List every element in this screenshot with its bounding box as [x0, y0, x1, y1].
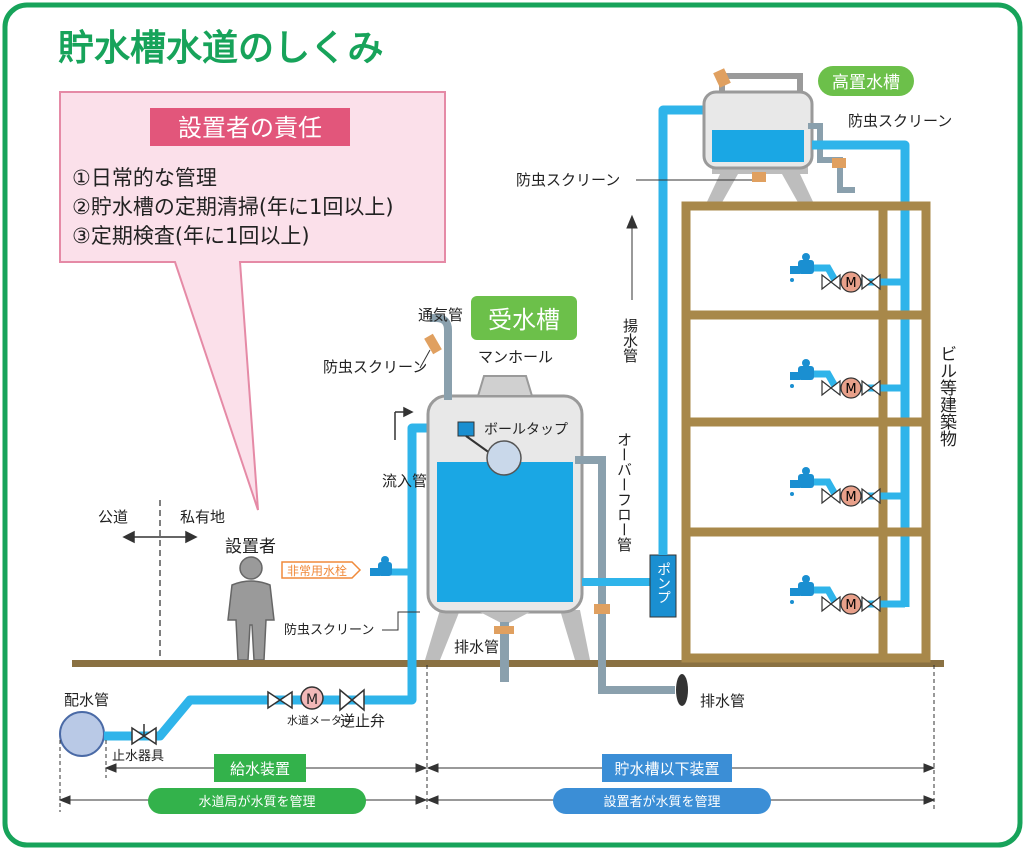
responsibility-item: ③定期検査(年に1回以上) [72, 224, 310, 248]
stop-valve-label: 止水器具 [112, 749, 164, 764]
building-label: ビル等建築物 [936, 345, 957, 447]
manhole-label: マンホール [478, 348, 553, 366]
receiving-tank-label: 受水槽 [488, 306, 560, 334]
svg-text:M: M [306, 692, 318, 708]
meter-symbol: M [845, 598, 856, 613]
up-arrow-icon [626, 214, 638, 300]
faucet-icon [790, 467, 814, 496]
installer-label: 設置者 [225, 537, 276, 557]
responsibility-heading: 設置者の責任 [178, 114, 322, 142]
page-title: 貯水槽水道のしくみ [58, 28, 383, 69]
vent-pipe [430, 314, 452, 400]
flow-arrow-icon [394, 406, 414, 440]
gate-valve-icon [821, 595, 841, 613]
pump-label: ポンプ [655, 562, 671, 604]
elevated-tank-label: 高置水槽 [832, 73, 900, 93]
gate-valve-icon [861, 273, 881, 291]
drain-outlet-icon [676, 674, 688, 706]
gate-valve-icon [267, 690, 293, 710]
responsibility-item: ①日常的な管理 [72, 166, 217, 190]
ball-tap-label: ボールタップ [484, 422, 568, 438]
check-valve-label: 逆止弁 [340, 712, 385, 730]
meter-symbol: M [845, 276, 856, 291]
public-road-label: 公道 [98, 508, 128, 526]
double-arrow-icon [122, 530, 198, 544]
svg-text:非常用水栓: 非常用水栓 [287, 563, 347, 578]
gate-valve-icon [821, 273, 841, 291]
stop-valve-icon [131, 724, 157, 746]
meter-symbol: M [845, 382, 856, 397]
ball-tap-float-icon [486, 440, 522, 476]
vent-pipe-label: 通気管 [418, 306, 463, 324]
ball-tap-valve [457, 421, 475, 437]
person-icon [227, 556, 275, 661]
faucet-icon [790, 253, 814, 282]
receiving-tank [425, 375, 590, 660]
faucet-icon [790, 575, 814, 604]
below-tank-device-label: 貯水槽以下装置 [614, 760, 719, 778]
water-meter-icon [840, 593, 862, 615]
water-meter-icon [840, 377, 862, 399]
responsibility-callout: 設置者の責任 ①日常的な管理 ②貯水槽の定期清掃(年に1回以上) ③定期検査(年… [59, 91, 446, 511]
overflow-pipe-label: オーバーフロー管 [615, 432, 633, 552]
supply-device-badge [214, 754, 306, 782]
gate-valve-icon [821, 487, 841, 505]
pump-icon [649, 554, 677, 618]
insect-screen-left-label: 防虫スクリーン [516, 171, 620, 189]
floor-fixture: M [790, 359, 905, 399]
installer-managed-label: 設置者が水質を管理 [603, 794, 720, 810]
pumping-pipe-label: 揚水管 [621, 318, 639, 363]
inflow-pipe-label: 流入管 [382, 472, 427, 490]
supply-pipe [104, 423, 445, 741]
meter-symbol: M [845, 490, 856, 505]
insect-screen-label: 防虫スクリーン [323, 358, 427, 376]
tank-drain-pipe [500, 622, 509, 682]
faucet-icon [370, 556, 392, 576]
floor-fixtures: M M M M [790, 253, 905, 615]
distribution-main-icon [59, 711, 105, 757]
water-meter-label: 水道メーター [287, 713, 353, 727]
overflow-pipe [575, 456, 675, 694]
below-tank-device-badge [602, 754, 732, 782]
water-meter-icon: M [300, 686, 324, 710]
floor-fixture: M [790, 253, 905, 293]
waterworks-managed-label: 水道局が水質を管理 [198, 795, 315, 810]
waterworks-badge [148, 788, 366, 814]
gate-valve-icon [861, 595, 881, 613]
elevated-tank-badge [818, 66, 914, 96]
private-land-label: 私有地 [180, 508, 225, 526]
gate-valve-icon [861, 379, 881, 397]
tank-drain-label: 排水管 [454, 638, 499, 656]
gate-valve-icon [821, 379, 841, 397]
supply-riser-pipe [812, 140, 910, 607]
supply-device-label: 給水装置 [230, 760, 290, 778]
insect-screen-icon [424, 333, 442, 355]
check-valve-icon [339, 688, 365, 712]
gate-valve-icon [861, 487, 881, 505]
emergency-tap-tag: 非常用水栓 [281, 561, 362, 579]
floor-fixture: M [790, 575, 905, 615]
water-meter-icon [840, 485, 862, 507]
drain-pipe-label: 排水管 [700, 692, 745, 710]
responsibility-item: ②貯水槽の定期清掃(年に1回以上) [72, 195, 394, 219]
faucet-icon [790, 359, 814, 388]
elevated-tank [702, 73, 815, 206]
insect-screen-top-label: 防虫スクリーン [848, 112, 952, 130]
installer-badge [553, 788, 771, 814]
floor-fixture: M [790, 467, 905, 507]
receiving-tank-badge [471, 296, 577, 340]
water-meter-icon [840, 271, 862, 293]
insect-screen-bottom-label: 防虫スクリーン [284, 622, 374, 638]
distribution-pipe-label: 配水管 [64, 691, 109, 709]
